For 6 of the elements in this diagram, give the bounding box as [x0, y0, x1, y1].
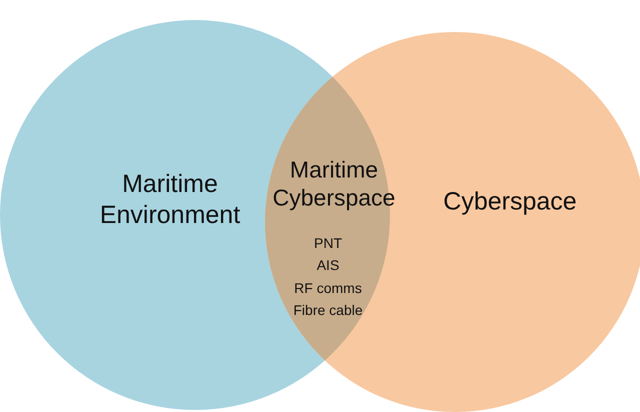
list-item: AIS: [316, 257, 340, 273]
list-item: RF comms: [294, 280, 362, 296]
list-item: PNT: [314, 235, 342, 251]
overlap-label: Maritime Cyberspace: [272, 156, 396, 212]
set-label: Maritime Environment: [98, 168, 242, 231]
list-item: Fibre cable: [293, 302, 363, 318]
